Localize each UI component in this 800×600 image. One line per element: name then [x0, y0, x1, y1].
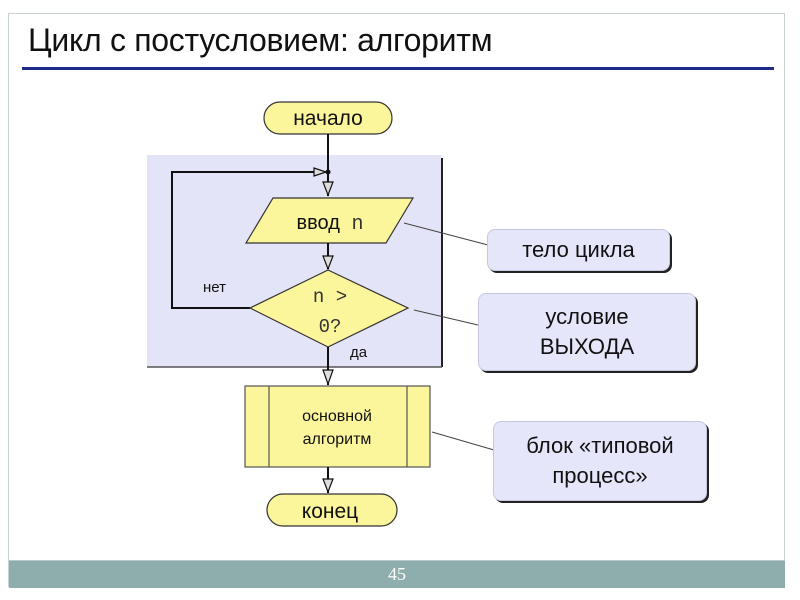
loop-back-arrow-icon	[313, 167, 328, 177]
branch-no-label: нет	[203, 279, 226, 296]
input-keyword: ввод	[297, 212, 341, 234]
loop-back-line	[171, 171, 318, 309]
callout-exit-condition: условие ВЫХОДА	[478, 293, 696, 371]
arrow-down-icon	[322, 255, 334, 271]
input-label: ввод n	[297, 212, 364, 236]
process-line2: алгоритм	[303, 431, 372, 448]
slide-footer: 45	[9, 560, 785, 588]
process-block	[244, 385, 431, 468]
arrow-down-icon	[322, 181, 334, 197]
input-variable: n	[351, 213, 363, 236]
condition-line1: n >	[313, 286, 347, 308]
slide-title: Цикл с постусловием: алгоритм	[28, 22, 493, 58]
input-block	[244, 197, 415, 244]
end-terminal	[266, 493, 398, 527]
callout-loop-body-text: тело цикла	[522, 237, 635, 262]
callout-leader-typical-process	[431, 431, 495, 451]
loop-region	[147, 155, 442, 367]
start-label: начало	[293, 107, 363, 130]
branch-yes-label: да	[350, 344, 368, 361]
callout-leader-exit-condition	[413, 309, 479, 326]
callout-exit-condition-line1: условие	[545, 304, 629, 329]
callout-exit-condition-line2: ВЫХОДА	[539, 334, 635, 359]
callout-typical-process-line2: процесс»	[552, 463, 648, 488]
arrow-down-icon	[322, 369, 334, 386]
end-label: конец	[302, 500, 358, 523]
condition-line2: 0?	[319, 316, 342, 338]
process-line1: основной	[302, 408, 372, 425]
callout-loop-body: тело цикла	[487, 229, 670, 271]
callout-leader-loop-body	[403, 222, 489, 246]
arrow-down-icon	[322, 478, 334, 494]
page-number: 45	[388, 564, 406, 584]
callout-typical-process-line1: блок «типовой	[526, 433, 674, 458]
callout-typical-process: блок «типовой процесс»	[493, 421, 707, 501]
title-underline	[22, 67, 774, 70]
